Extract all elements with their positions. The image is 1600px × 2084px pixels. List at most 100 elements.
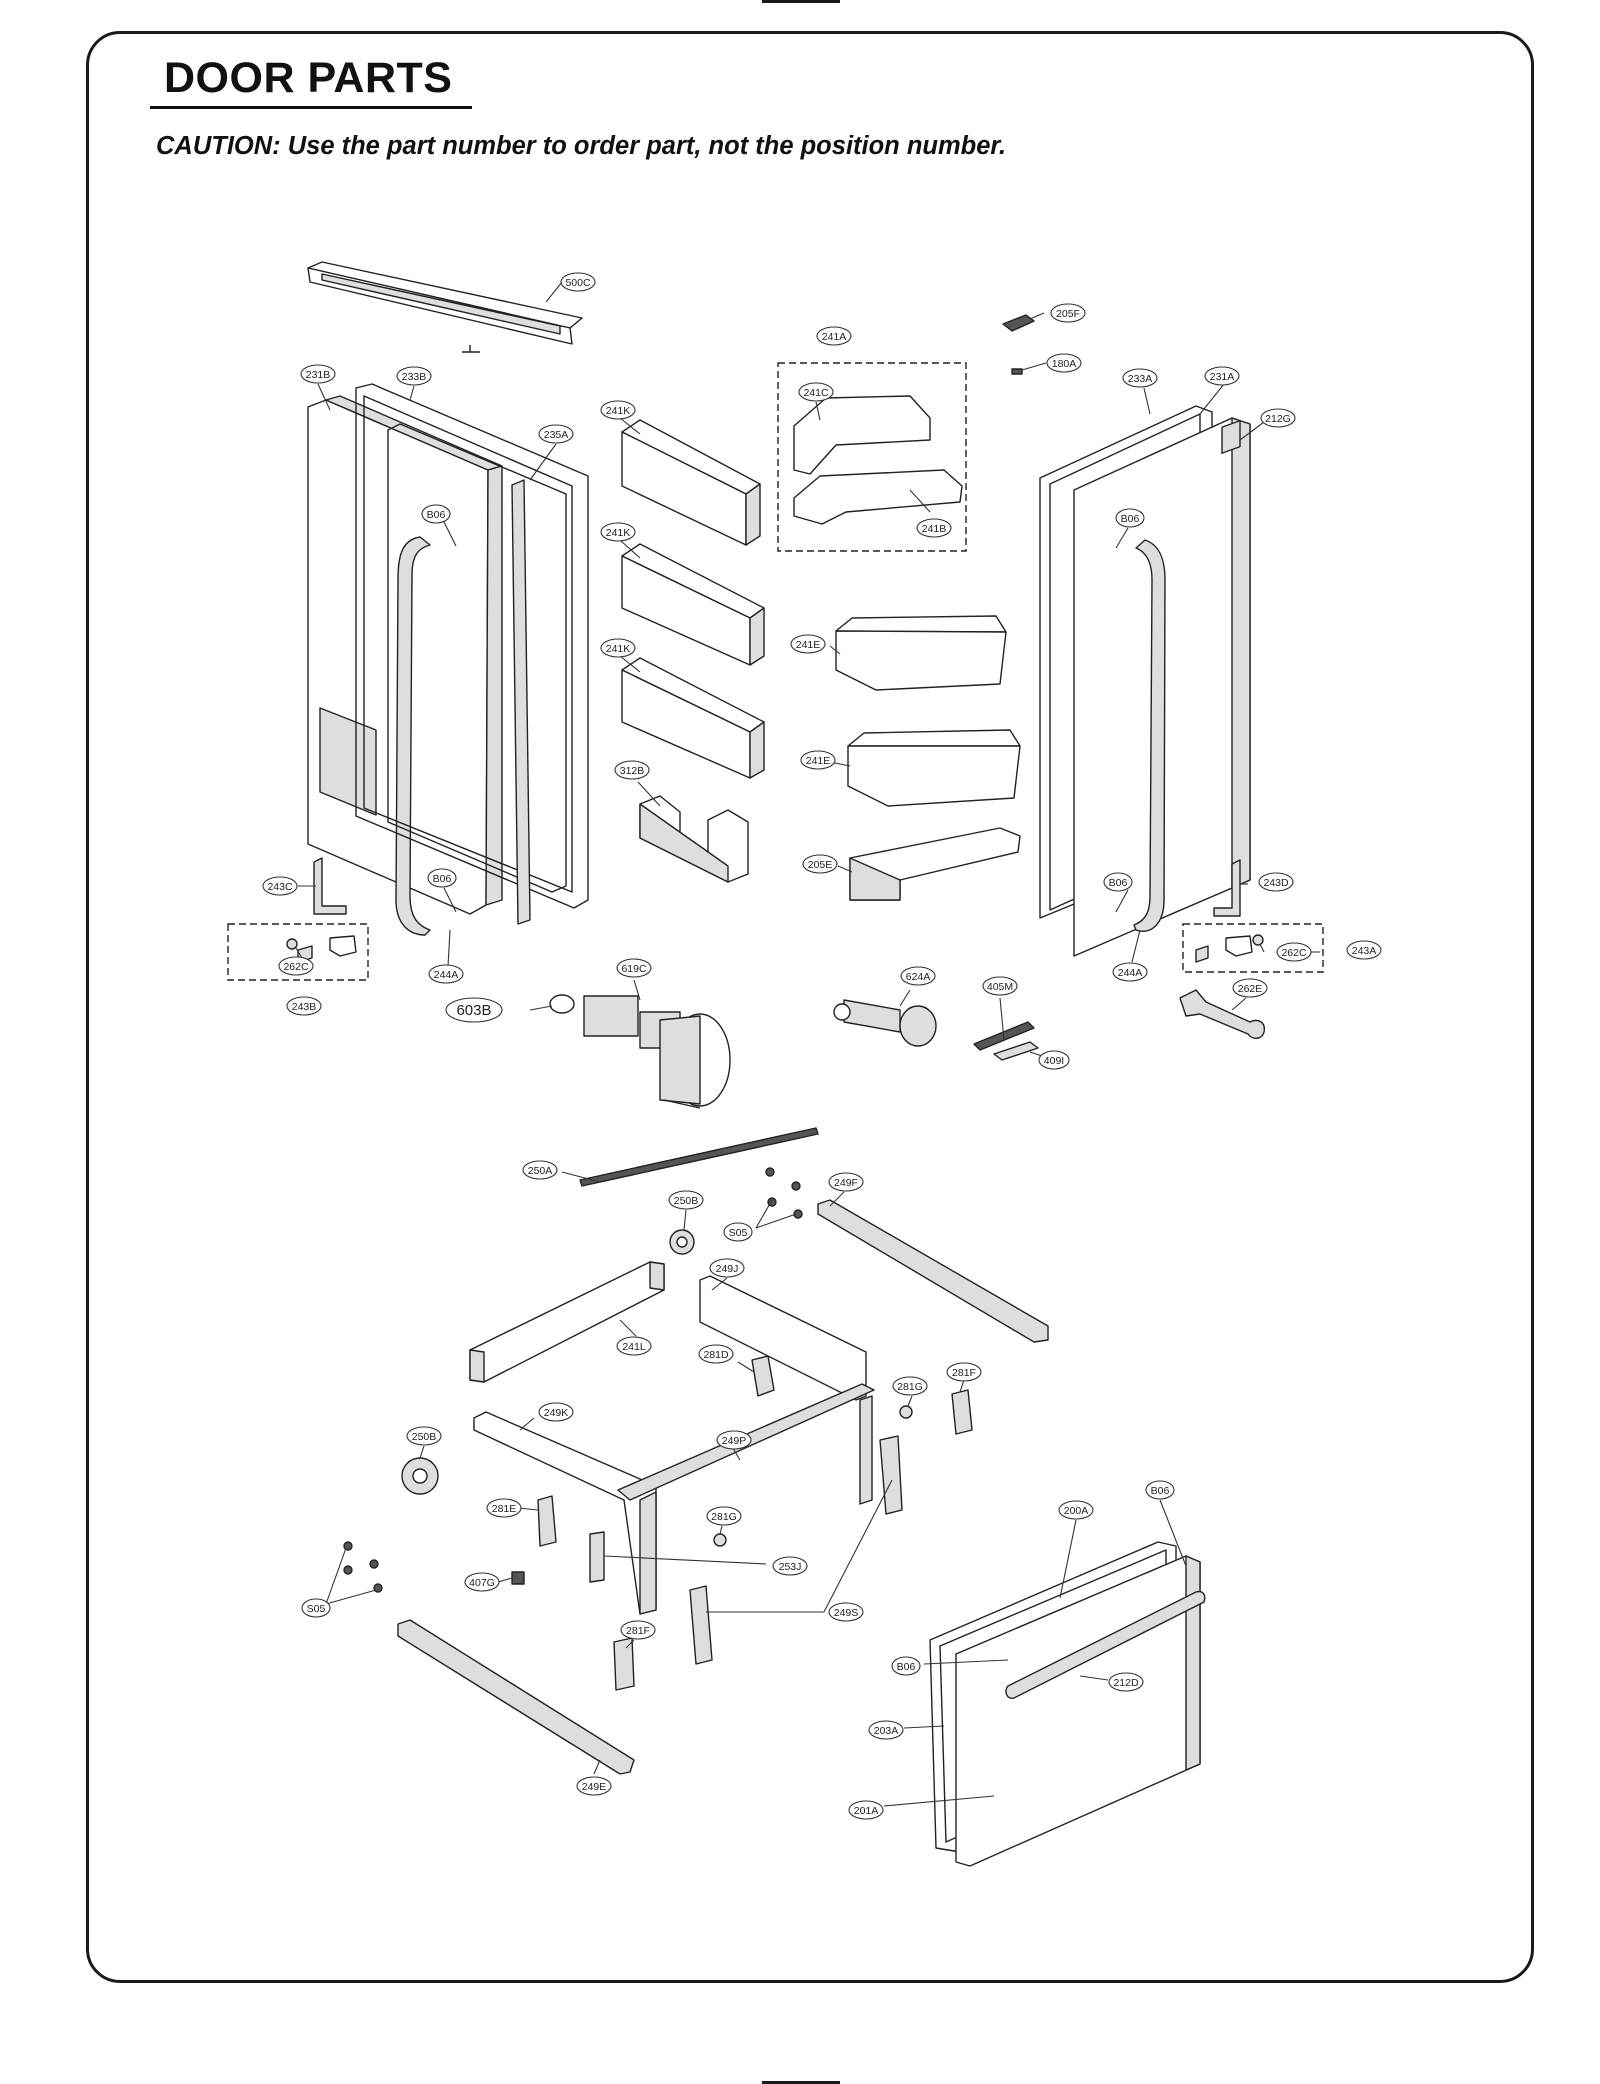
svg-text:203A: 203A	[874, 1725, 899, 1737]
callout-262C-left: 262C	[278, 956, 314, 976]
leader-lines	[295, 281, 1320, 1807]
callout-B06-left-2: B06	[427, 868, 457, 888]
caution-note: CAUTION: Use the part number to order pa…	[156, 132, 1007, 160]
svg-text:281G: 281G	[711, 1511, 737, 1523]
part-253j-latch	[589, 1531, 605, 1583]
svg-text:244A: 244A	[1118, 967, 1143, 979]
callout-205E: 205E	[802, 854, 838, 874]
svg-text:B06: B06	[1121, 513, 1140, 525]
part-241l-rim	[469, 1261, 665, 1383]
callout-B06-right-2: B06	[1103, 872, 1133, 892]
svg-text:281G: 281G	[897, 1381, 923, 1393]
callout-B06-door: B06	[891, 1656, 921, 1676]
part-left-door	[307, 383, 589, 936]
svg-text:B06: B06	[427, 509, 446, 521]
part-241c-241b-bin	[793, 395, 963, 525]
svg-text:231B: 231B	[306, 369, 331, 381]
callout-241K-3: 241K	[600, 638, 636, 658]
callout-205F: 205F	[1050, 303, 1086, 323]
part-s05-screws-top	[765, 1167, 803, 1219]
group-box-243a	[1182, 923, 1324, 973]
svg-text:409I: 409I	[1044, 1055, 1064, 1067]
part-250b-gear-left	[401, 1457, 439, 1495]
callout-603B: 603B	[445, 997, 503, 1023]
callout-B06-right-1: B06	[1115, 508, 1145, 528]
svg-text:250B: 250B	[674, 1195, 699, 1207]
callout-244A-right: 244A	[1112, 962, 1148, 982]
callout-243D: 243D	[1258, 872, 1294, 892]
callout-241C: 241C	[798, 382, 834, 402]
callout-249J: 249J	[709, 1258, 745, 1278]
callout-281F-1: 281F	[946, 1362, 982, 1382]
svg-text:250A: 250A	[528, 1165, 553, 1177]
callout-243B: 243B	[286, 996, 322, 1016]
part-hinge-cover-top	[307, 261, 583, 353]
svg-text:249K: 249K	[544, 1407, 569, 1419]
callout-409I: 409I	[1038, 1050, 1070, 1070]
svg-text:231A: 231A	[1210, 371, 1235, 383]
svg-text:200A: 200A	[1064, 1505, 1089, 1517]
part-243c-hinge	[313, 857, 347, 915]
svg-text:281E: 281E	[492, 1503, 517, 1515]
svg-text:233B: 233B	[402, 371, 427, 383]
svg-text:241B: 241B	[922, 523, 947, 535]
part-left-door-bins	[621, 419, 765, 779]
title-underline	[150, 106, 472, 109]
callout-249E: 249E	[576, 1776, 612, 1796]
group-box-241a	[777, 362, 967, 552]
svg-text:281D: 281D	[703, 1349, 729, 1361]
part-205f-clip	[1002, 314, 1035, 332]
callout-B06-left-1: B06	[421, 504, 451, 524]
part-right-door-bins	[835, 615, 1021, 807]
svg-text:253J: 253J	[779, 1561, 802, 1573]
callout-243C: 243C	[262, 876, 298, 896]
page-title: DOOR PARTS	[164, 54, 453, 102]
part-249e-rail	[397, 1619, 635, 1775]
part-freezer-door	[929, 1541, 1206, 1867]
callout-241B: 241B	[916, 518, 952, 538]
part-250b-gear-top	[669, 1229, 695, 1255]
svg-text:241K: 241K	[606, 527, 631, 539]
part-619c-valve	[583, 995, 731, 1109]
svg-text:250B: 250B	[412, 1431, 437, 1443]
callout-281G-2: 281G	[706, 1506, 742, 1526]
callout-253J: 253J	[772, 1556, 808, 1576]
callout-619C: 619C	[616, 958, 652, 978]
callout-S05-left: S05	[301, 1598, 331, 1618]
part-603b-ring	[549, 994, 575, 1014]
callout-231A: 231A	[1204, 366, 1240, 386]
part-right-door	[1039, 405, 1251, 957]
svg-text:241C: 241C	[803, 387, 829, 399]
callout-405M: 405M	[982, 976, 1018, 996]
callout-407G: 407G	[464, 1572, 500, 1592]
svg-text:233A: 233A	[1128, 373, 1153, 385]
svg-text:241E: 241E	[796, 639, 821, 651]
svg-text:235A: 235A	[544, 429, 569, 441]
page-bottom-mark	[762, 2081, 840, 2084]
svg-text:201A: 201A	[854, 1805, 879, 1817]
callout-233B: 233B	[396, 366, 432, 386]
svg-text:249E: 249E	[582, 1781, 607, 1793]
part-624a-filter	[833, 999, 937, 1047]
svg-text:500C: 500C	[565, 277, 591, 289]
callout-241L: 241L	[616, 1336, 652, 1356]
svg-text:249P: 249P	[722, 1435, 747, 1447]
part-243d-hinge	[1213, 859, 1241, 917]
svg-text:407G: 407G	[469, 1577, 495, 1589]
callout-203A: 203A	[868, 1720, 904, 1740]
svg-text:205F: 205F	[1056, 308, 1080, 320]
callout-281D: 281D	[698, 1344, 734, 1364]
page-top-mark	[762, 0, 840, 3]
callout-B06-door-top: B06	[1145, 1480, 1175, 1500]
callout-180A: 180A	[1046, 353, 1082, 373]
part-249f-rail	[817, 1199, 1049, 1343]
callout-249K: 249K	[538, 1402, 574, 1422]
part-281e	[537, 1495, 557, 1547]
svg-text:241E: 241E	[806, 755, 831, 767]
svg-text:243A: 243A	[1352, 945, 1377, 957]
callout-249P: 249P	[716, 1430, 752, 1450]
callout-500C: 500C	[560, 272, 596, 292]
svg-text:243C: 243C	[267, 881, 293, 893]
page-frame	[86, 31, 1534, 1983]
